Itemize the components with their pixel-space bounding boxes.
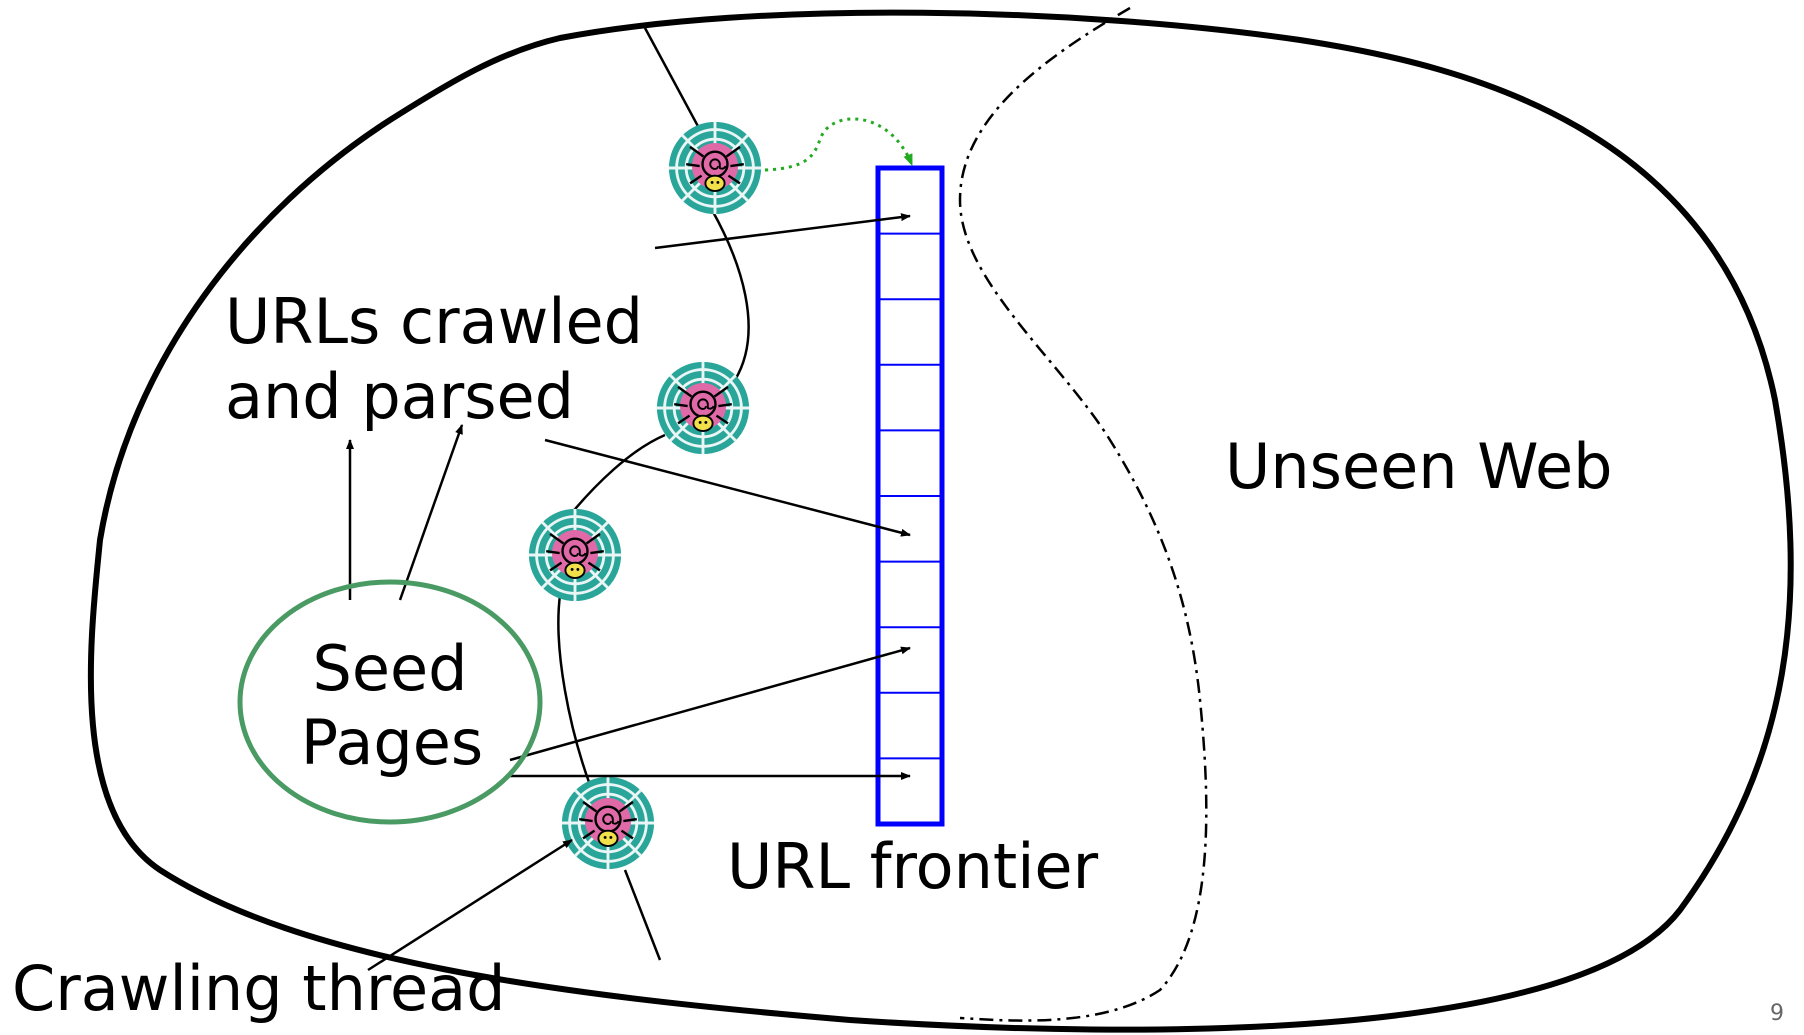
enqueue-dotted-arrow <box>764 117 914 172</box>
seen-unseen-divider <box>958 6 1208 1022</box>
page-number: 9 <box>1770 1001 1784 1026</box>
crawling-thread-path <box>557 27 750 961</box>
url-frontier-label: URL frontier <box>727 830 1099 903</box>
web-boundary <box>87 9 1794 1033</box>
seed-to-crawled-arrows <box>346 424 464 601</box>
crawling-thread-pointer <box>367 838 573 972</box>
url-frontier-queue <box>875 165 945 827</box>
seed-pages-ellipse <box>237 579 543 825</box>
seed-label: Seed <box>313 632 468 705</box>
spider-icon <box>560 775 656 871</box>
spider-icon <box>655 360 751 456</box>
spider-icon <box>667 120 763 216</box>
crawling-thread-label: Crawling thread <box>12 952 506 1025</box>
urls-parsed-label: and parsed <box>225 360 574 433</box>
unseen-web-label: Unseen Web <box>1225 430 1612 503</box>
spider-icon <box>527 507 623 603</box>
pages-label: Pages <box>301 706 483 779</box>
frontier-arrows <box>509 213 911 780</box>
urls-crawled-label: URLs crawled <box>225 285 643 358</box>
